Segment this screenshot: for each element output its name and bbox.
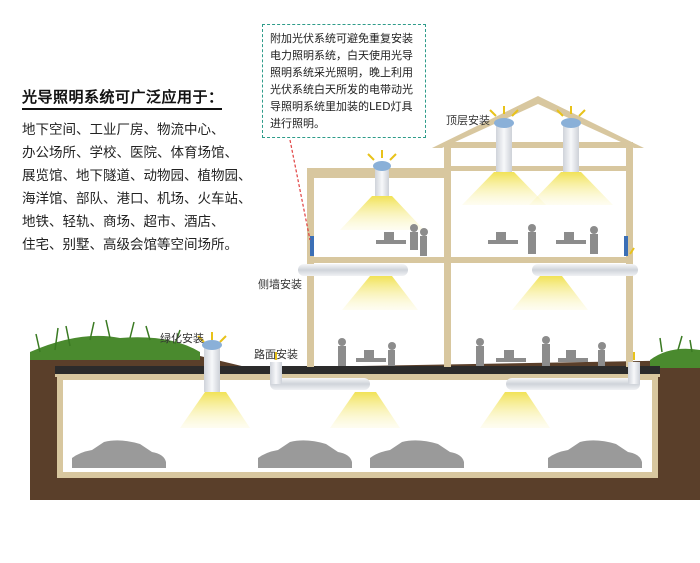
solar-panel-icon (310, 236, 314, 256)
roof-light-tube (375, 168, 389, 196)
car-icons (72, 440, 642, 468)
light-beam (480, 392, 550, 428)
road-surface-riser (270, 362, 282, 384)
roof-dome-icon (561, 118, 581, 128)
roof-light-tube (563, 126, 579, 172)
roof-floor-slab (444, 166, 633, 171)
road-surface-light-pipe (506, 378, 640, 390)
solar-panel-icon (624, 236, 628, 256)
label-roof: 顶层安装 (446, 114, 490, 127)
venue-line: 地铁、轻轨、商场、超市、酒店、 (22, 214, 225, 230)
light-beam (180, 392, 250, 428)
note-pointer (289, 139, 311, 241)
grass-right (650, 348, 700, 368)
car-icon (72, 440, 166, 468)
light-beam (342, 276, 418, 310)
light-beam (512, 276, 588, 310)
road-surface-light-pipe (270, 378, 370, 390)
venue-line: 海洋馆、部队、港口、机场、火车站、 (22, 191, 252, 207)
roof-light-tube (496, 126, 512, 172)
venue-line: 展览馆、地下隧道、动物园、植物园、 (22, 168, 252, 184)
label-road-surface: 路面安装 (254, 348, 298, 361)
light-beam (529, 172, 613, 205)
venue-line: 办公场所、学校、医院、体育场馆、 (22, 145, 238, 161)
light-beam (462, 172, 546, 205)
car-icon (548, 440, 642, 468)
sun-ray-icons (197, 106, 635, 360)
grass-blades (35, 319, 693, 353)
car-icon (370, 440, 464, 468)
light-beam (340, 196, 424, 230)
venue-line: 地下空间、工业厂房、物流中心、 (22, 122, 225, 138)
road-surface-riser (628, 362, 640, 384)
light-beam (330, 392, 400, 428)
road-slab (55, 366, 660, 374)
greening-dome-icon (202, 340, 222, 350)
venue-line: 住宅、别墅、高级会馆等空间场所。 (22, 237, 238, 253)
heading-underline (22, 108, 222, 110)
label-side-wall: 侧墙安装 (258, 278, 302, 291)
side-wall-light-pipe (298, 264, 408, 276)
car-icon (258, 440, 352, 468)
heading: 光导照明系统可广泛应用于： (22, 88, 224, 106)
greening-light-tube (204, 346, 220, 392)
roof (432, 96, 644, 148)
roof-dome-icon (373, 161, 391, 171)
label-greening: 绿化安装 (160, 332, 204, 345)
photovoltaic-note: 附加光伏系统可避免重复安装电力照明系统，白天使用光导照明系统采光照明，晚上利用光… (262, 24, 426, 138)
office-silhouettes (338, 224, 606, 366)
grass-left (30, 335, 200, 360)
side-wall-light-pipe (532, 264, 638, 276)
roof-dome-icon (494, 118, 514, 128)
